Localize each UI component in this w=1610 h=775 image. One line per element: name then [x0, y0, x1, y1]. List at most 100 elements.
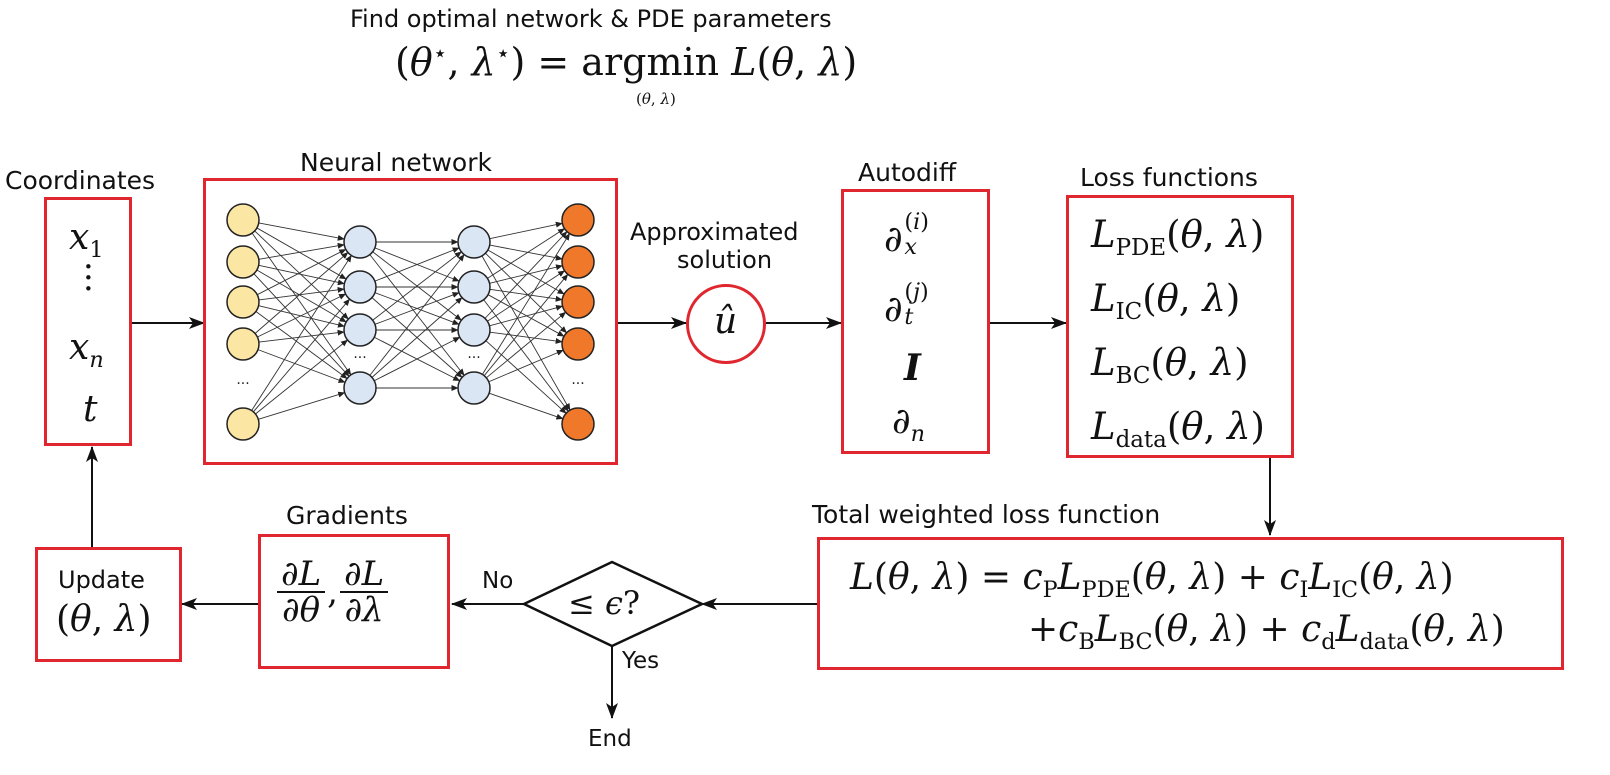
- network-edge: [374, 247, 460, 282]
- page-title: Find optimal network & PDE parameters: [350, 5, 832, 33]
- gradients-label: Gradients: [286, 501, 408, 530]
- network-edge: [258, 222, 345, 241]
- input-neuron: [226, 245, 260, 279]
- network-edge: [483, 299, 569, 412]
- autodiff-box: ∂(i)x(i) ∂(j)t(j) I ∂n: [841, 189, 990, 454]
- network-edge: [372, 251, 462, 321]
- hidden-neuron: [343, 270, 377, 304]
- input-neuron: [226, 203, 260, 237]
- network-edge: [255, 339, 348, 415]
- input-neuron: [226, 407, 260, 441]
- partial-n: ∂n: [892, 401, 925, 447]
- network-edge: [258, 391, 346, 420]
- hidden-neuron: [457, 225, 491, 259]
- end-label: End: [588, 726, 632, 752]
- neural-network-label: Neural network: [300, 148, 492, 177]
- partial-t-j: ∂(j)t(j): [884, 279, 929, 330]
- coordinates-label: Coordinates: [5, 166, 156, 195]
- network-edge: [374, 292, 460, 325]
- neural-network-box: [203, 178, 618, 465]
- network-edge: [254, 230, 349, 320]
- coordinate-xn: xn: [69, 327, 104, 373]
- network-edge: [254, 252, 349, 334]
- input-neuron: [226, 285, 260, 319]
- coordinates-box: x1 ··· xn t: [44, 197, 132, 446]
- network-edge: [257, 349, 346, 383]
- coordinate-vertical-dots: ···: [83, 247, 94, 310]
- autodiff-label: Autodiff: [858, 158, 957, 187]
- gradient-fractions: ∂L∂θ,∂L∂λ: [277, 557, 389, 627]
- integral-operator: I: [904, 347, 921, 389]
- loss-functions-label: Loss functions: [1080, 163, 1258, 192]
- hidden-neuron: [457, 313, 491, 347]
- network-edge: [371, 297, 463, 378]
- network-edge: [489, 288, 563, 302]
- network-edge: [484, 231, 568, 319]
- output-neuron: [561, 285, 595, 319]
- output-neuron: [561, 245, 595, 279]
- network-edge: [251, 255, 352, 411]
- total-loss-box: L(θ, λ) = cPLPDE(θ, λ) + cILIC(θ, λ) +cB…: [817, 537, 1564, 670]
- network-edge: [258, 242, 345, 260]
- network-edge: [487, 228, 565, 279]
- network-connections: [251, 221, 571, 420]
- dl-dtheta: ∂L∂θ: [277, 557, 326, 627]
- hidden-neuron: [343, 313, 377, 347]
- network-edge: [487, 249, 565, 295]
- approx-solution-label-line1: Approximated: [630, 218, 799, 246]
- network-edge: [257, 293, 347, 338]
- network-edge: [253, 298, 350, 413]
- network-edge: [255, 311, 348, 379]
- decision-condition: ≤ ϵ?: [568, 584, 641, 622]
- network-edge: [487, 270, 566, 322]
- loss-bc: LBC(θ, λ): [1091, 340, 1249, 389]
- decision-no-label: No: [482, 568, 514, 594]
- coordinate-t: t: [83, 389, 98, 430]
- hidden-neuron: [457, 371, 491, 405]
- loss-ic: LIC(θ, λ): [1091, 276, 1241, 325]
- network-edge: [489, 244, 563, 261]
- neuron-ellipsis: ...: [571, 372, 584, 388]
- network-edge: [485, 340, 567, 414]
- approx-solution-circle: û: [686, 284, 766, 364]
- hidden-neuron: [457, 270, 491, 304]
- output-neuron: [561, 407, 595, 441]
- network-edge: [251, 232, 352, 376]
- neuron-ellipsis: ...: [353, 346, 366, 362]
- dl-dlambda: ∂L∂λ: [339, 557, 389, 627]
- network-edge: [257, 248, 347, 296]
- network-edge: [256, 227, 347, 280]
- neuron-ellipsis: ...: [467, 346, 480, 362]
- approx-solution-label-line2: solution: [677, 246, 773, 274]
- argmin-subscript: (θ, λ): [636, 90, 676, 108]
- neuron-ellipsis: ...: [236, 372, 249, 388]
- network-edge: [258, 264, 345, 286]
- network-edge: [489, 304, 564, 327]
- network-edge: [488, 392, 564, 420]
- update-box: Update (θ, λ): [35, 547, 182, 662]
- network-edge: [256, 269, 347, 323]
- network-edge: [483, 273, 569, 376]
- u-hat-symbol: û: [714, 301, 738, 342]
- partial-x-i: ∂(i)x(i): [884, 209, 929, 260]
- network-edge: [253, 273, 350, 377]
- loss-pde: LPDE(θ, λ): [1091, 213, 1265, 262]
- network-neurons: ............: [226, 203, 595, 441]
- network-edge: [486, 311, 567, 379]
- network-edge: [369, 254, 465, 376]
- decision-yes-label: Yes: [622, 648, 660, 674]
- hidden-neuron: [343, 371, 377, 405]
- update-label: Update: [58, 566, 145, 594]
- gradients-box: ∂L∂θ,∂L∂λ: [258, 534, 450, 669]
- total-loss-line1: L(θ, λ) = cPLPDE(θ, λ) + cILIC(θ, λ): [850, 557, 1454, 603]
- network-edge: [489, 331, 563, 344]
- update-parameters: (θ, λ): [56, 599, 152, 640]
- network-edge: [485, 252, 567, 334]
- network-edge: [489, 221, 563, 240]
- total-loss-line2: +cBLBC(θ, λ) + cdLdata(θ, λ): [1028, 609, 1505, 655]
- input-neuron: [226, 327, 260, 361]
- output-neuron: [561, 203, 595, 237]
- total-loss-label: Total weighted loss function: [812, 500, 1161, 529]
- hidden-neuron: [343, 225, 377, 259]
